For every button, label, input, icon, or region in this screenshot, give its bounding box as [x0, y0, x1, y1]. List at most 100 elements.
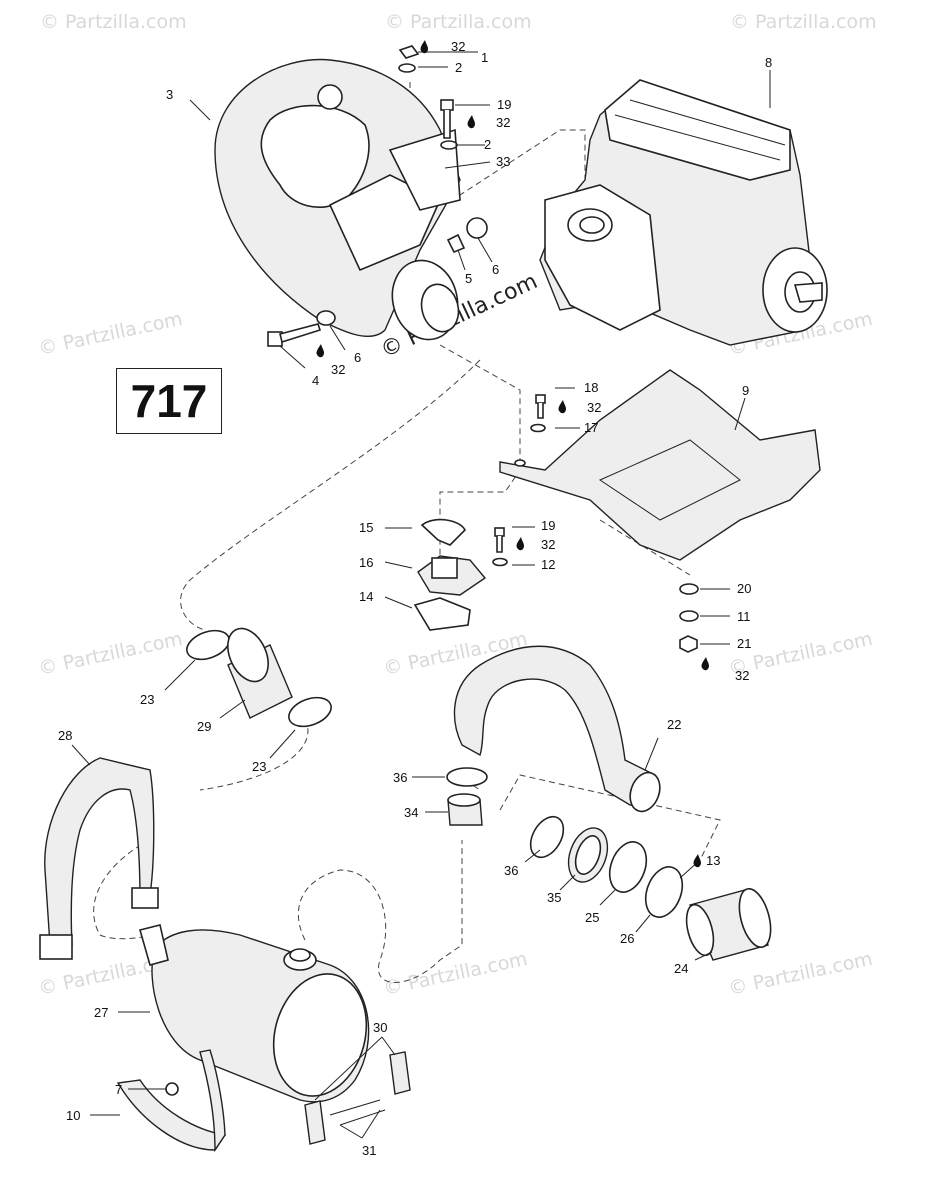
- callout-7: 7: [115, 1082, 122, 1097]
- callout-2: 2: [484, 137, 491, 152]
- washer-part-17[interactable]: [530, 423, 546, 433]
- washer-part-12[interactable]: [492, 557, 508, 567]
- watermark: © Partzilla.com: [40, 11, 187, 33]
- oil-drop-icon: [693, 854, 701, 868]
- watermark: © Partzilla.com: [36, 628, 184, 680]
- mount-assembly[interactable]: [413, 518, 508, 631]
- callout-36: 36: [504, 863, 518, 878]
- coupling-assembly[interactable]: [183, 622, 335, 732]
- bolt-head-part-19[interactable]: [440, 99, 454, 111]
- watermark: © Partzilla.com: [730, 11, 877, 33]
- washer-part-11[interactable]: [679, 610, 699, 622]
- callout-32: 32: [451, 39, 465, 54]
- callout-6: 6: [354, 350, 361, 365]
- engine-model-label: 717: [130, 375, 208, 427]
- callout-31: 31: [362, 1143, 376, 1158]
- bolt-part-19[interactable]: [494, 527, 505, 537]
- callout-34: 34: [404, 805, 418, 820]
- oil-drop-icon: [701, 657, 709, 671]
- screw-part-7[interactable]: [165, 1082, 179, 1096]
- callout-25: 25: [585, 910, 599, 925]
- clamps-and-sleeves[interactable]: [446, 767, 570, 863]
- seal-part-25[interactable]: [603, 837, 653, 897]
- muffler-strap-part-10[interactable]: [116, 1049, 227, 1153]
- bolt-shank-part-19[interactable]: [443, 110, 451, 139]
- callout-19: 19: [497, 97, 511, 112]
- spacer-part-6[interactable]: [316, 310, 336, 326]
- callout-labels: 32 1 2 3 19 32 2 33 8 5 6 6 4 32 18 32 1…: [58, 39, 772, 1158]
- hose-part-22[interactable]: [453, 645, 665, 815]
- clips-parts-30-31[interactable]: [304, 1051, 411, 1145]
- callout-26: 26: [620, 931, 634, 946]
- callout-2: 2: [455, 60, 462, 75]
- oil-drop-icon: [420, 40, 428, 54]
- callout-36: 36: [393, 770, 407, 785]
- callout-12: 12: [541, 557, 555, 572]
- oil-drop-icon: [558, 400, 566, 414]
- callout-6: 6: [492, 262, 499, 277]
- callout-24: 24: [674, 961, 688, 976]
- callout-19: 19: [541, 518, 555, 533]
- callout-28: 28: [58, 728, 72, 743]
- outlet-assembly[interactable]: [562, 823, 777, 961]
- clip-part-30[interactable]: [304, 1100, 326, 1145]
- callout-23: 23: [252, 759, 266, 774]
- nut-part-21[interactable]: [679, 635, 698, 653]
- engine-part-8[interactable]: [539, 79, 828, 346]
- callout-27: 27: [94, 1005, 108, 1020]
- oil-drop-icons: [316, 40, 709, 868]
- clamp-part-36[interactable]: [524, 811, 570, 863]
- callout-23: 23: [140, 692, 154, 707]
- callout-5: 5: [465, 271, 472, 286]
- callout-8: 8: [765, 55, 772, 70]
- clamp-part-23[interactable]: [183, 625, 233, 664]
- bolt-part-18[interactable]: [535, 394, 546, 404]
- rivet-part-31[interactable]: [339, 1109, 386, 1126]
- callout-16: 16: [359, 555, 373, 570]
- callout-33: 33: [496, 154, 510, 169]
- clip-part-30[interactable]: [389, 1051, 411, 1095]
- callout-18: 18: [584, 380, 598, 395]
- clamp-part-23[interactable]: [285, 692, 335, 731]
- sleeve-part-5[interactable]: [446, 233, 466, 254]
- callout-13: 13: [706, 853, 720, 868]
- exhaust-pipe-part-3[interactable]: [214, 58, 466, 347]
- callout-32: 32: [735, 668, 749, 683]
- watermark: © Partzilla.com: [385, 11, 532, 33]
- washer-part-2[interactable]: [440, 140, 458, 150]
- bracket-part-9[interactable]: [499, 369, 821, 561]
- muffler-part-27[interactable]: [139, 924, 380, 1107]
- callout-20: 20: [737, 581, 751, 596]
- clamp-part-36[interactable]: [446, 767, 488, 787]
- bolt-shank-part-4[interactable]: [279, 323, 322, 344]
- callout-32: 32: [541, 537, 555, 552]
- plate-part-15[interactable]: [420, 518, 466, 546]
- strap-part-28[interactable]: [39, 757, 159, 960]
- plug-part-6[interactable]: [466, 217, 488, 239]
- washer-part-20[interactable]: [679, 583, 699, 595]
- gasket-part-26[interactable]: [639, 862, 689, 922]
- callout-29: 29: [197, 719, 211, 734]
- callout-3: 3: [166, 87, 173, 102]
- watermark: © Partzilla.com: [726, 948, 874, 1000]
- nut-part-1[interactable]: [398, 45, 420, 59]
- manifold-hardware[interactable]: [267, 45, 488, 347]
- callout-4: 4: [312, 373, 319, 388]
- callout-1: 1: [481, 50, 488, 65]
- callout-35: 35: [547, 890, 561, 905]
- callout-17: 17: [584, 420, 598, 435]
- watermark: © Partzilla.com: [36, 308, 184, 360]
- oil-drop-icon: [316, 344, 324, 358]
- stud-hardware[interactable]: [679, 583, 699, 653]
- watermark: © Partzilla.com: [381, 948, 529, 1000]
- oil-drop-icon: [516, 537, 524, 551]
- callout-32: 32: [587, 400, 601, 415]
- callout-11: 11: [737, 609, 751, 624]
- washer-part-2[interactable]: [398, 63, 416, 73]
- rivet-part-31[interactable]: [329, 1099, 381, 1116]
- engine-model-badge: 717: [116, 368, 222, 434]
- callout-32: 32: [496, 115, 510, 130]
- gasket-part-14[interactable]: [413, 597, 471, 631]
